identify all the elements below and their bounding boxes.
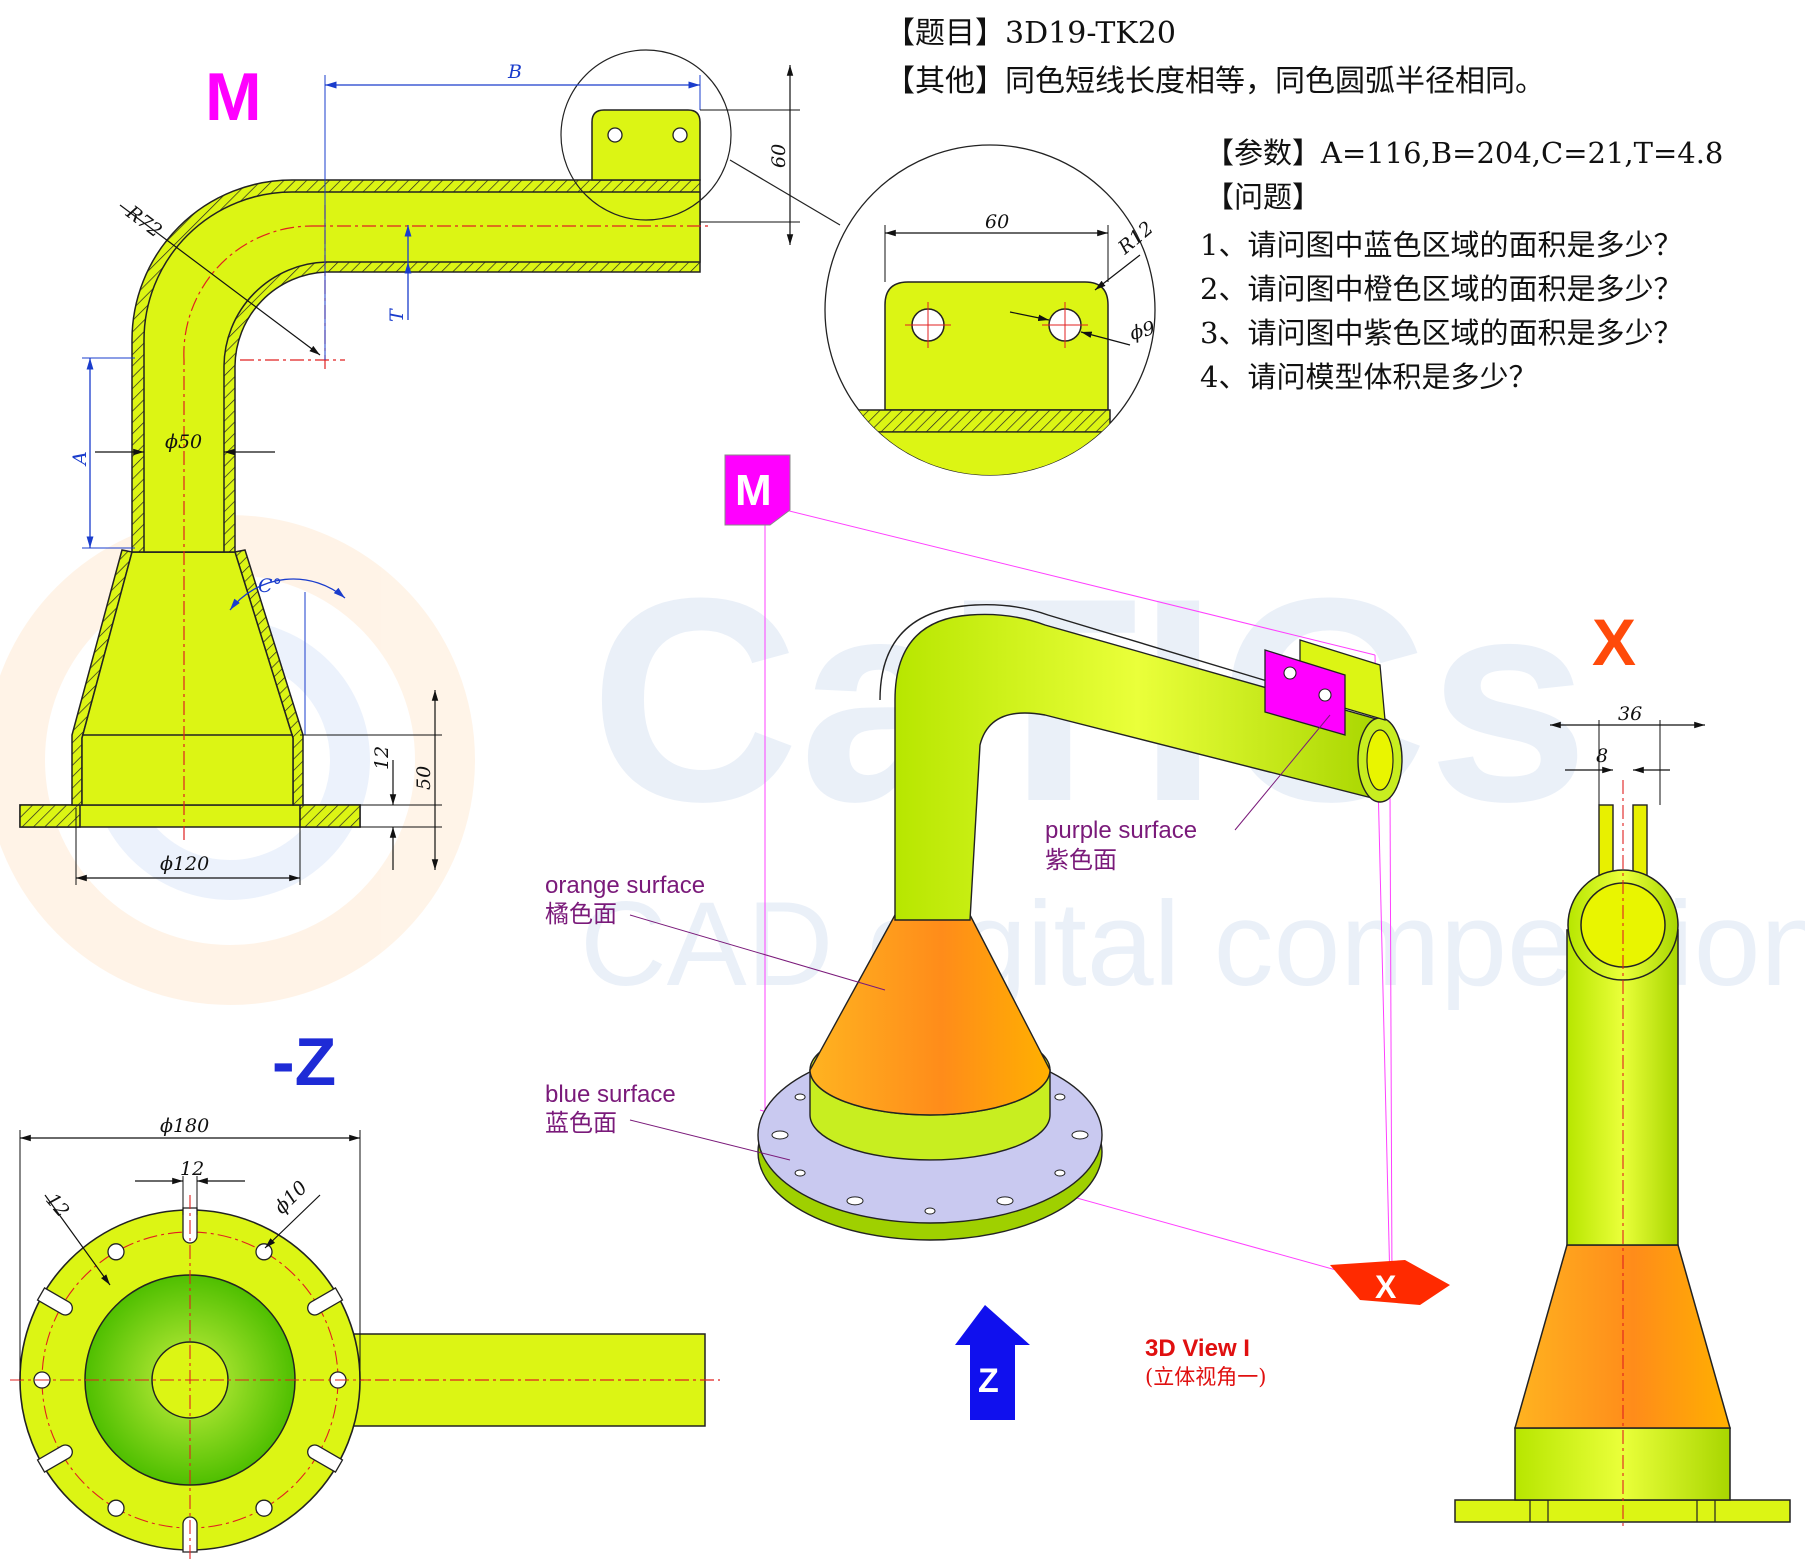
- question-1: 1、请问图中蓝色区域的面积是多少？: [1200, 228, 1683, 262]
- flange-hatch-left: [19, 804, 81, 828]
- iso-flange-hole: [996, 1196, 1014, 1206]
- dim-b: B: [507, 61, 522, 83]
- flange-hatch-right: [299, 804, 361, 828]
- question-3: 3、请问图中紫色区域的面积是多少？: [1200, 316, 1683, 350]
- view-m-section: [19, 49, 841, 840]
- detail-view: 60 R12 ϕ9: [824, 144, 1158, 476]
- detail-tab: [884, 281, 1109, 411]
- iso-flange-hole: [794, 1093, 806, 1101]
- flange-slot: [36, 1287, 73, 1316]
- iso-flange-hole: [1071, 1130, 1089, 1140]
- iso-x-tag: [1330, 1260, 1450, 1305]
- z-dim-w12: 12: [180, 1158, 204, 1180]
- x-tab-left: [1598, 804, 1614, 878]
- detail-leader: [729, 159, 841, 226]
- detail-callout-circle: [560, 49, 732, 221]
- iso-subtitle: (立体视角一): [1145, 1365, 1266, 1389]
- callout-blue-en: blue surface: [545, 1081, 676, 1108]
- tab-hole-left: [607, 127, 623, 143]
- questions-tag: 【问题】: [1205, 180, 1322, 214]
- dim-r72: R72: [121, 201, 166, 242]
- dim-d120: ϕ120: [160, 853, 209, 875]
- dim-h12: 12: [371, 746, 393, 770]
- title-line: 【题目】3D19-TK20: [885, 8, 1176, 52]
- bracket-tab: [591, 109, 701, 181]
- flange-hole: [255, 1499, 273, 1517]
- dim-t: T: [386, 308, 408, 322]
- iso-orange-surface: [809, 914, 1051, 1116]
- tab-hole-right: [672, 127, 688, 143]
- dim-c: C°: [258, 575, 282, 597]
- params-text: A=116,B=204,C=21,T=4.8: [1321, 136, 1724, 170]
- z-dim-s12: 12: [41, 1189, 73, 1222]
- iso-flange-hole: [846, 1196, 864, 1206]
- z-dim-d10: ϕ10: [270, 1177, 312, 1219]
- params-line: 【参数】A=116,B=204,C=21,T=4.8: [1205, 130, 1723, 172]
- callout-blue-cn: 蓝色面: [545, 1110, 617, 1137]
- callout-orange-en: orange surface: [545, 872, 705, 899]
- view-minus-z: ϕ180 12 12 ϕ10: [10, 1115, 720, 1562]
- detail-dim-60: 60: [985, 211, 1009, 233]
- callout-purple-en: purple surface: [1045, 817, 1197, 844]
- iso-flange-hole: [1054, 1093, 1066, 1101]
- title-tag: 【题目】: [885, 16, 1005, 51]
- flange-hole: [107, 1499, 125, 1517]
- x-tab-right: [1632, 804, 1648, 878]
- other-tag: 【其他】: [885, 64, 1005, 99]
- iso-flange-hole: [1054, 1169, 1066, 1177]
- iso-title: 3D View I: [1145, 1335, 1250, 1362]
- iso-flange-hole: [924, 1207, 936, 1215]
- other-text: 同色短线长度相等，同色圆弧半径相同。: [1005, 64, 1545, 99]
- iso-tube: [894, 613, 1381, 921]
- iso-m-tag-text: M: [735, 466, 772, 515]
- question-2: 2、请问图中橙色区域的面积是多少？: [1200, 272, 1683, 306]
- flange-hole: [107, 1243, 125, 1261]
- dim-h50: 50: [413, 766, 435, 790]
- x-dim-w8: 8: [1596, 745, 1608, 767]
- other-line: 【其他】同色短线长度相等，同色圆弧半径相同。: [885, 56, 1545, 100]
- z-dim-d180: ϕ180: [160, 1115, 209, 1137]
- title-text: 3D19-TK20: [1005, 16, 1176, 51]
- flange-slot: [36, 1444, 73, 1473]
- tube-interior: [143, 191, 701, 553]
- view-x-label: X: [1592, 605, 1636, 679]
- view-z-label: -Z: [272, 1024, 336, 1100]
- dim-h60: 60: [768, 144, 790, 168]
- detail-wall-hatch: [825, 409, 1111, 433]
- params-tag: 【参数】: [1205, 136, 1322, 170]
- iso-m-tag: [724, 454, 791, 526]
- callout-orange-cn: 橘色面: [545, 901, 617, 928]
- x-dim-w36: 36: [1618, 703, 1642, 725]
- detail-tube: [825, 431, 1111, 475]
- view-x: 36 8: [1454, 703, 1791, 1530]
- iso-z-tag-text: Z: [978, 1362, 999, 1400]
- view-m-label: M: [205, 59, 262, 135]
- dim-a: A: [69, 451, 91, 467]
- flange-slot: [307, 1444, 344, 1473]
- question-4: 4、请问模型体积是多少？: [1200, 360, 1538, 394]
- iso-z-arrow: [955, 1305, 1030, 1420]
- flange-slot: [307, 1287, 344, 1316]
- iso-view: purple surface 紫色面 orange surface 橘色面 bl…: [545, 454, 1450, 1420]
- iso-flange-hole: [771, 1130, 789, 1140]
- dim-d50: ϕ50: [165, 431, 202, 453]
- flange-slot: [182, 1516, 198, 1553]
- callout-purple-cn: 紫色面: [1045, 847, 1117, 874]
- z-slots: [36, 1207, 344, 1553]
- iso-flange-hole: [794, 1169, 806, 1177]
- flange-hole: [255, 1243, 273, 1261]
- iso-x-tag-text: X: [1375, 1269, 1397, 1305]
